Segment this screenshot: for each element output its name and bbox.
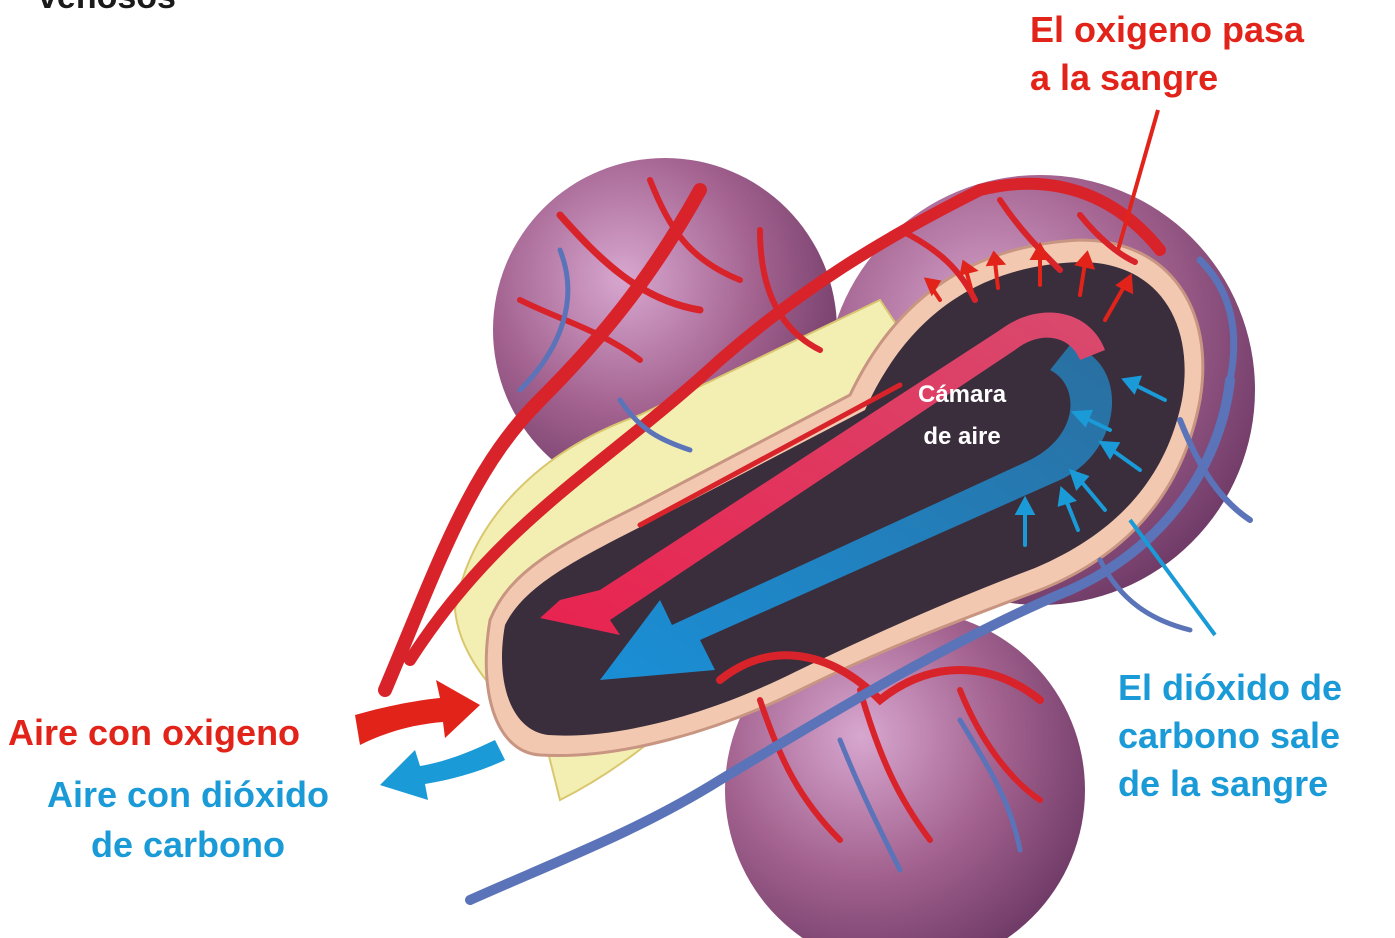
oxygen-enters-label: El oxigeno pasa a la sangre — [1030, 6, 1304, 102]
air-with-oxygen-label: Aire con oxigeno — [8, 712, 300, 754]
co2-leaves-line-1: El dióxido de — [1118, 664, 1342, 712]
co2-leaves-line-2: carbono sale — [1118, 712, 1342, 760]
air-chamber-line-1: Cámara — [918, 374, 1006, 416]
oxygen-enters-line-1: El oxigeno pasa — [1030, 6, 1304, 54]
inflow-arrow-icon — [355, 680, 480, 745]
air-with-co2-label: Aire con dióxido de carbono — [18, 770, 358, 870]
air-chamber-line-2: de aire — [918, 416, 1006, 458]
cut-off-heading: venosos — [38, 0, 176, 17]
oxygen-enters-line-2: a la sangre — [1030, 54, 1304, 102]
co2-leaves-line-3: de la sangre — [1118, 760, 1342, 808]
air-with-co2-line-2: de carbono — [18, 820, 358, 870]
co2-leaves-label: El dióxido de carbono sale de la sangre — [1118, 664, 1342, 808]
air-with-co2-line-1: Aire con dióxido — [18, 770, 358, 820]
outflow-arrow-icon — [380, 740, 505, 800]
air-chamber-label: Cámara de aire — [918, 374, 1006, 458]
